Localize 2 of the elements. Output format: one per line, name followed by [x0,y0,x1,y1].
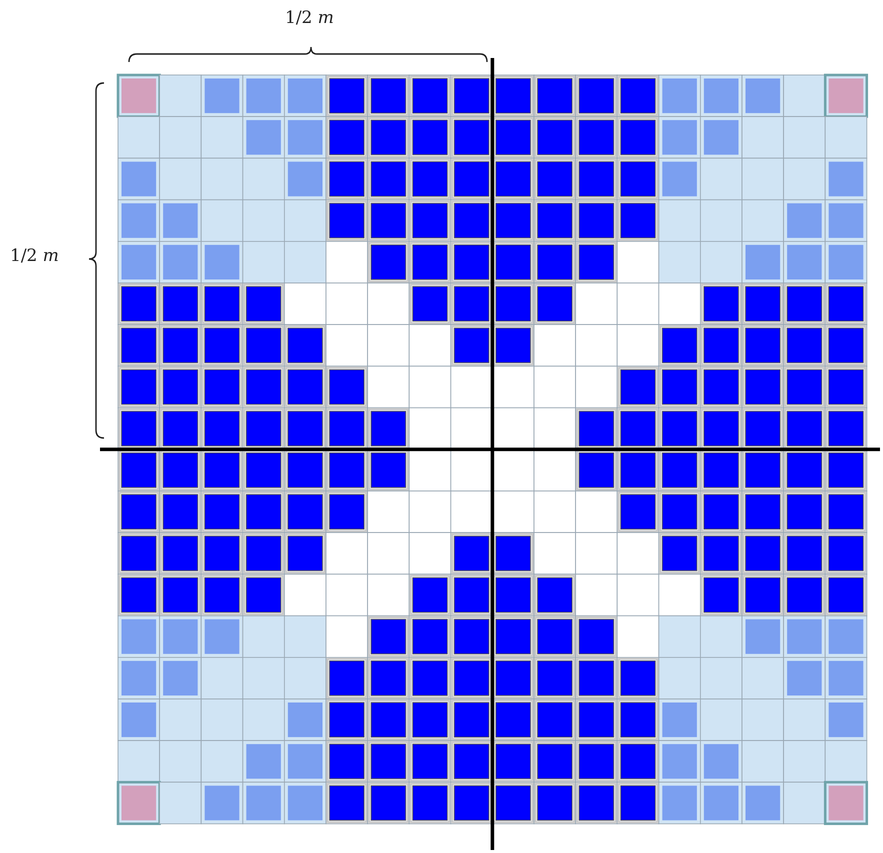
dimension-label: 1/2 m [285,8,334,28]
dimension-label: 1/2 m [10,246,59,266]
